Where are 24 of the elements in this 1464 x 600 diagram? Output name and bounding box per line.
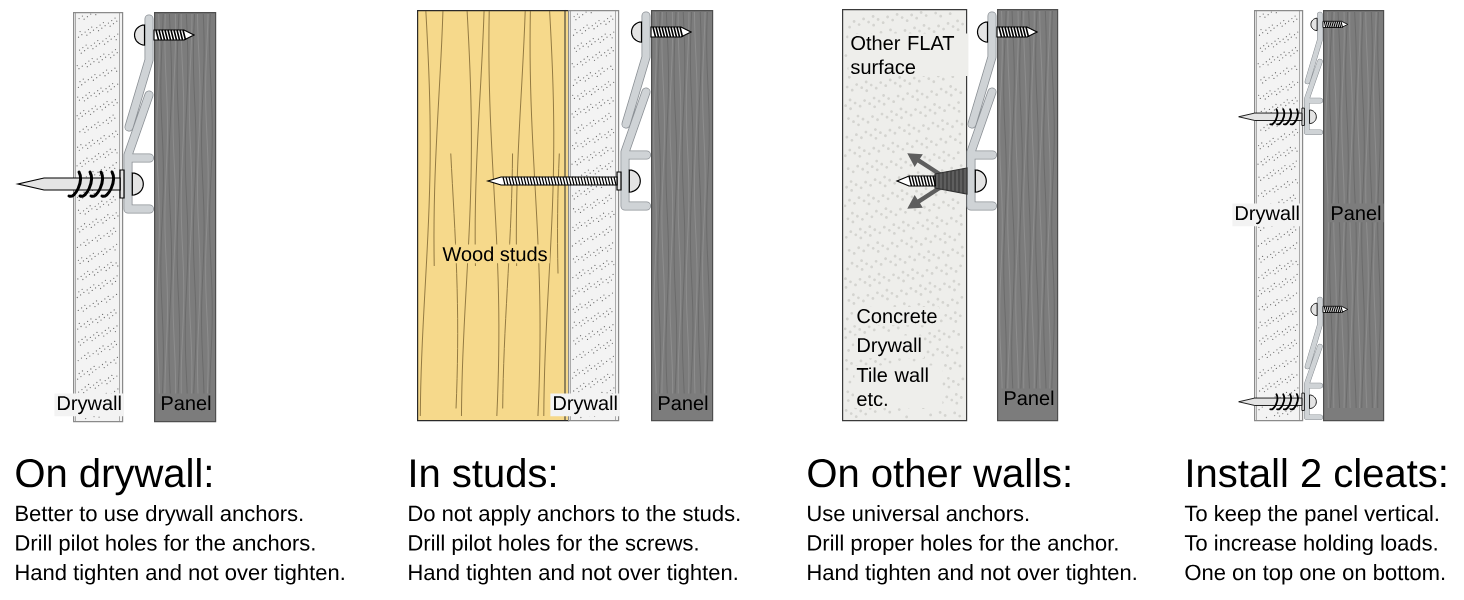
instruction-text: To keep the panel vertical. [1184,505,1438,526]
instruction-text: Better to use drywall anchors. [16,505,303,526]
section-heading: In studs: [411,458,555,488]
instruction-text: Drill proper holes for the anchor. [808,534,1118,556]
drywall-board: Drywall [54,11,124,423]
wood-panel: Panel [997,9,1059,422]
wood-panel: Panel [1323,10,1385,422]
instruction-text: Do not apply anchors to the studs. [409,505,740,526]
instruction-text: Drill pilot holes for the screws. [409,534,698,556]
drywall-board: Drywall [1232,9,1304,422]
wood-panel: Panel [154,12,217,423]
instruction-text: One on top one on bottom. [1185,564,1445,585]
instruction-text: To increase holding loads. [1184,534,1437,556]
instruction-text: Drill pilot holes for the anchors. [16,534,315,556]
section-heading: Install 2 cleats: [1188,458,1446,488]
instruction-text: Hand tighten and not over tighten. [409,564,737,585]
drywall-board: Drywall [550,9,620,422]
instruction-text: Hand tighten and not over tighten. [808,564,1136,585]
section-heading: On drywall: [16,458,211,496]
section-heading: On other walls: [808,458,1070,488]
instruction-text: Hand tighten and not over tighten. [16,564,344,585]
concrete-wall: Other FLAT surface Concrete Drywall Tile wall etc. [842,9,969,422]
wood-panel: Panel [651,10,714,422]
instruction-text: Use universal anchors. [808,505,1029,522]
